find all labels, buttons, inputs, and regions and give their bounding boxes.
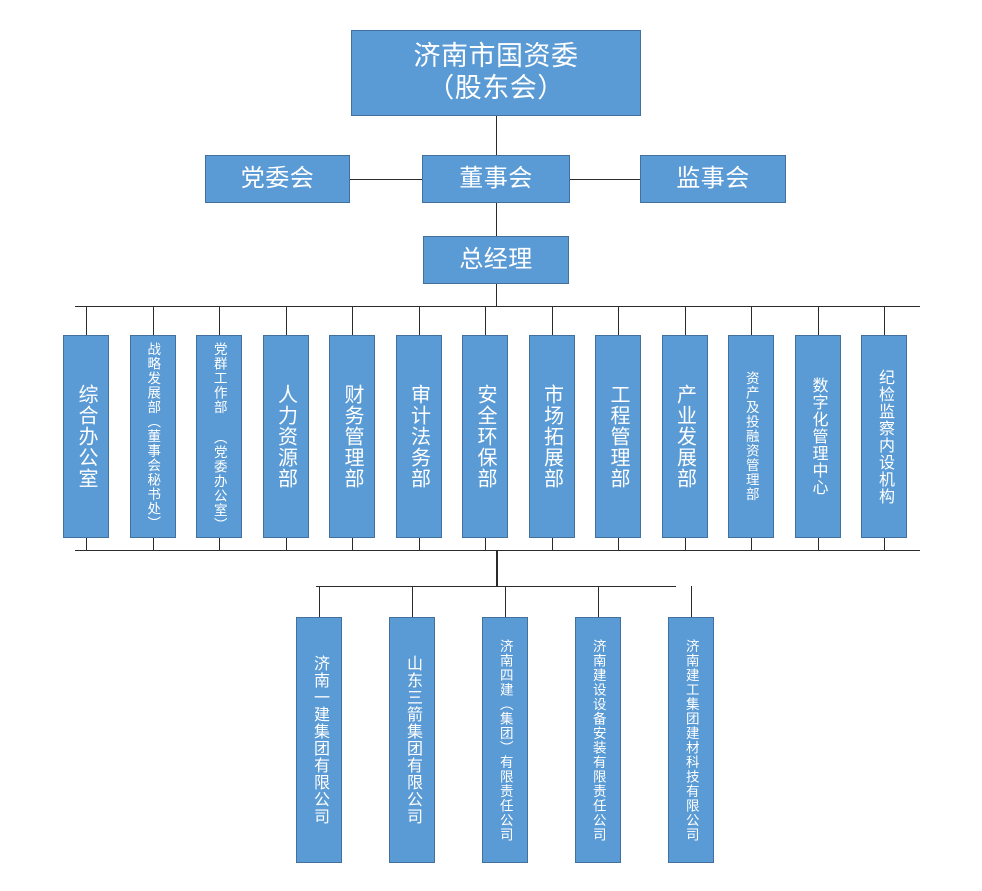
connector-stub-bottom	[352, 538, 353, 550]
node-department[interactable]: 党群工作部 （党委办公室）	[196, 335, 242, 538]
connector-stub-top	[86, 306, 87, 335]
node-label: 审计法务部	[407, 384, 430, 489]
connector-stub-bottom	[418, 538, 420, 550]
node-label: 人力资源部	[274, 384, 297, 489]
node-department[interactable]: 财务管理部	[329, 335, 375, 538]
connector-dept-to-subsidiary-stem	[496, 550, 498, 586]
node-department[interactable]: 市场拓展部	[528, 335, 575, 538]
connector-stub-bottom	[86, 538, 87, 550]
node-label: 党群工作部 （党委办公室）	[211, 342, 227, 532]
connector-stub-top	[152, 306, 154, 335]
node-label: 安全环保部	[474, 384, 496, 489]
connector-stub-bottom	[684, 538, 686, 550]
node-label: 资产及投融资管理部	[743, 371, 759, 502]
connector-stub-top	[285, 306, 287, 335]
node-department[interactable]: 审计法务部	[395, 335, 442, 538]
connector-stub-top	[684, 306, 686, 335]
connector-stub-bottom	[485, 538, 486, 550]
node-department[interactable]: 纪检监察内设机构	[861, 335, 907, 538]
connector-subsidiary-bus	[316, 586, 676, 587]
connector-stub-top	[618, 306, 619, 335]
connector-stub-bottom	[817, 538, 819, 550]
connector-stub-bottom	[618, 538, 619, 550]
node-label: 董事会	[459, 164, 533, 192]
connector-stub-top	[817, 306, 819, 335]
node-label: 济南四建（集团）有限责任公司	[497, 638, 513, 842]
connector-stub-bottom	[285, 538, 287, 550]
node-label: 战略发展部（董事会秘书处）	[145, 342, 161, 531]
connector-stub-top	[352, 306, 353, 335]
node-label: 济南市国资委 （股东会）	[413, 41, 579, 103]
node-department[interactable]: 产业发展部	[661, 335, 708, 538]
connector-stub-top	[884, 306, 885, 335]
node-department[interactable]: 数字化管理中心	[794, 335, 841, 538]
connector-stub-top	[412, 586, 413, 617]
node-label: 山东三箭集团有限公司	[404, 655, 421, 825]
node-label: 综合办公室	[75, 384, 97, 489]
connector-top-to-board	[496, 116, 497, 155]
node-department[interactable]: 工程管理部	[595, 335, 641, 538]
node-label: 济南建设设备安装有限责任公司	[590, 638, 606, 842]
node-label: 工程管理部	[607, 384, 629, 489]
connector-stub-bottom	[152, 538, 154, 550]
node-sasac-shareholders[interactable]: 济南市国资委 （股东会）	[351, 30, 641, 116]
connector-stub-top	[505, 586, 506, 617]
node-department[interactable]: 资产及投融资管理部	[728, 335, 774, 538]
connector-department-bus	[75, 306, 920, 307]
node-board-of-supervisors[interactable]: 监事会	[640, 155, 786, 203]
node-label: 财务管理部	[341, 384, 363, 489]
connector-stub-top	[485, 306, 486, 335]
connector-party-to-board	[350, 179, 422, 180]
connector-stub-top	[551, 306, 553, 335]
connector-board-to-manager	[496, 203, 497, 236]
node-department[interactable]: 战略发展部（董事会秘书处）	[129, 335, 176, 538]
connector-manager-to-dept-bus	[496, 284, 497, 306]
node-label: 产业发展部	[673, 384, 696, 489]
connector-stub-top	[691, 586, 692, 617]
node-label: 数字化管理中心	[809, 377, 827, 496]
node-board-of-directors[interactable]: 董事会	[422, 155, 570, 203]
node-department[interactable]: 人力资源部	[262, 335, 309, 538]
node-subsidiary[interactable]: 济南一建集团有限公司	[296, 617, 342, 863]
node-subsidiary[interactable]: 山东三箭集团有限公司	[389, 617, 435, 863]
connector-stub-bottom	[751, 538, 752, 550]
node-label: 济南一建集团有限公司	[311, 655, 328, 825]
node-label: 市场拓展部	[540, 384, 563, 489]
node-subsidiary[interactable]: 济南建工集团建材科技有限公司	[668, 617, 714, 863]
node-subsidiary[interactable]: 济南四建（集团）有限责任公司	[482, 617, 528, 863]
node-label: 纪检监察内设机构	[876, 368, 893, 505]
node-party-committee[interactable]: 党委会	[205, 155, 350, 203]
connector-stub-top	[418, 306, 420, 335]
connector-stub-top	[598, 586, 599, 617]
connector-stub-top	[751, 306, 752, 335]
node-department[interactable]: 综合办公室	[63, 335, 109, 538]
node-label: 党委会	[240, 164, 315, 192]
connector-stub-bottom	[219, 538, 220, 550]
node-general-manager[interactable]: 总经理	[423, 236, 569, 284]
connector-stub-top	[319, 586, 320, 617]
connector-stub-bottom	[551, 538, 553, 550]
node-department[interactable]: 安全环保部	[462, 335, 508, 538]
connector-stub-top	[219, 306, 220, 335]
connector-stub-bottom	[884, 538, 885, 550]
node-label: 济南建工集团建材科技有限公司	[683, 638, 699, 842]
node-subsidiary[interactable]: 济南建设设备安装有限责任公司	[575, 617, 621, 863]
node-label: 监事会	[676, 164, 750, 192]
connector-board-to-supervisor	[570, 179, 640, 180]
node-label: 总经理	[459, 245, 533, 273]
